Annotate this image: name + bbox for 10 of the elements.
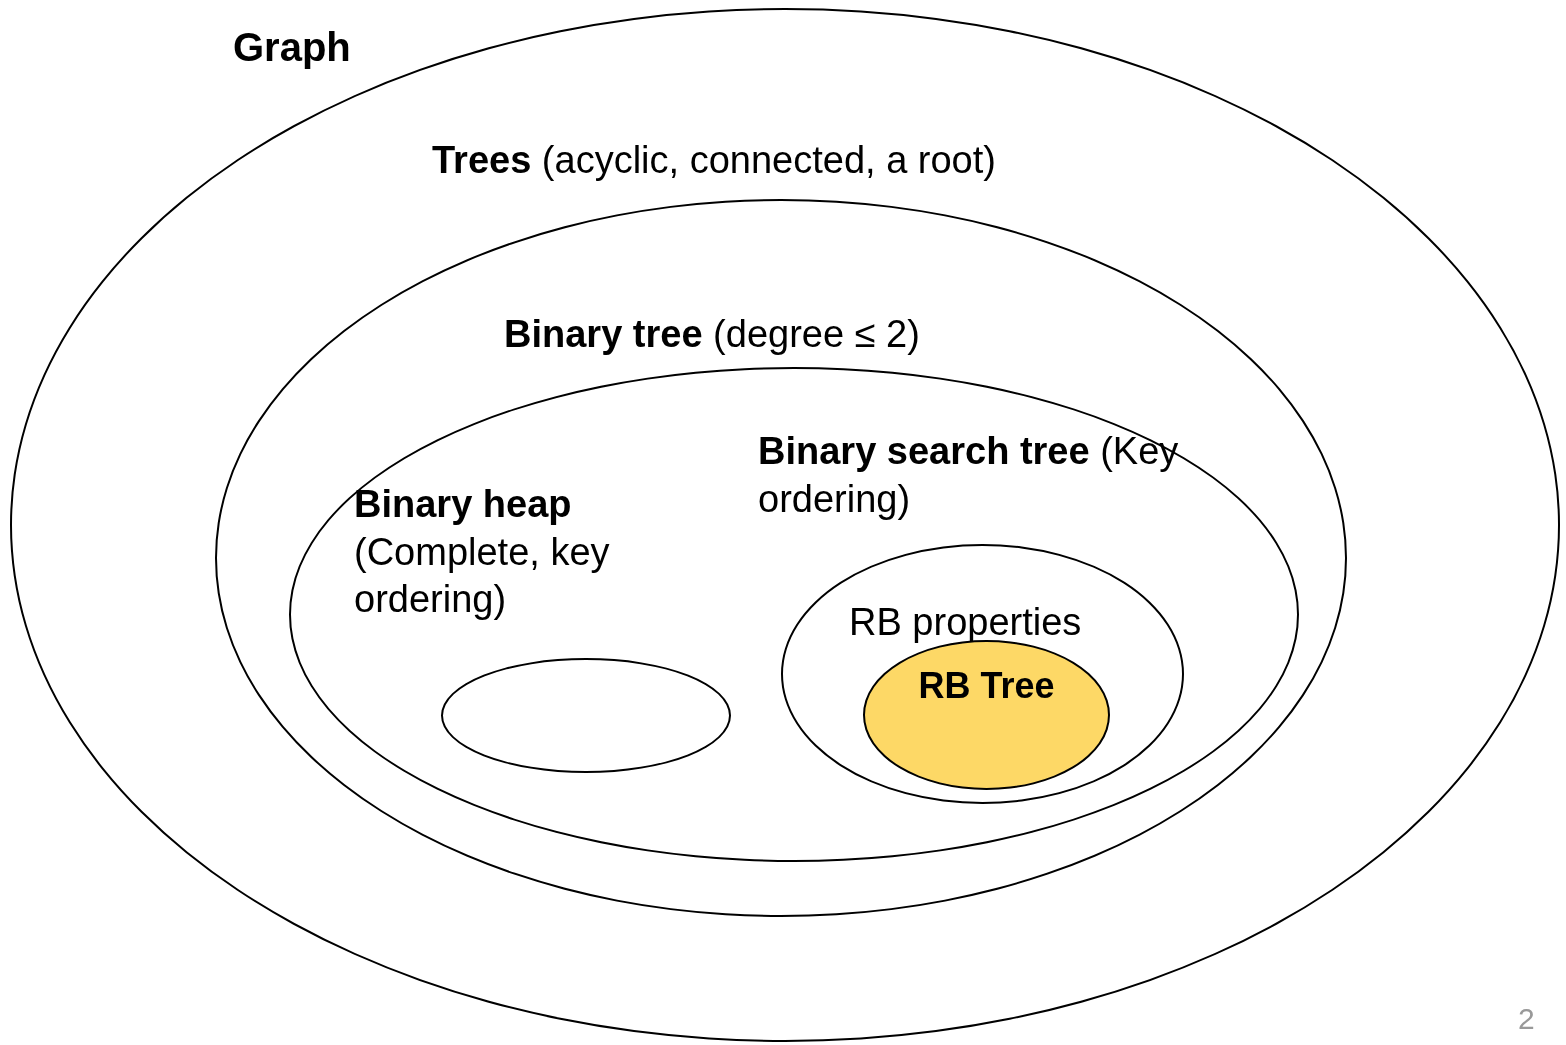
set-label: Binary heap (Complete, key ordering) xyxy=(354,482,611,622)
page-number: 2 xyxy=(1518,1001,1536,1037)
set-label: Binary tree (degree ≤ 2) xyxy=(504,312,921,357)
set-label: Binary search tree (Key ordering) xyxy=(758,429,1180,522)
set-label: Trees (acyclic, connected, a root) xyxy=(432,138,997,183)
set-ellipse xyxy=(10,8,1560,1042)
set-label: Graph xyxy=(233,24,352,71)
set-label: RB properties xyxy=(849,600,1083,645)
set-label: RB Tree xyxy=(917,664,1056,708)
set-ellipse xyxy=(781,544,1184,804)
